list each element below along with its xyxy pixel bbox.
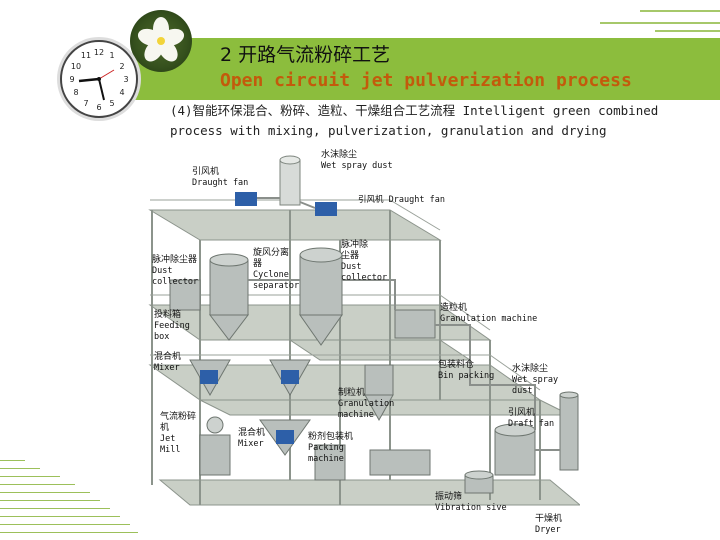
label-draught-fan-right: 引风机 Draught fan (358, 195, 445, 205)
label-cyclone-separator: 旋风分离器 Cyclone separator (253, 248, 300, 291)
clock-number: 7 (83, 99, 88, 108)
label-bin-packing: 包装料仓 Bin packing (438, 360, 495, 381)
label-vibration-sieve: 振动筛 Vibration sive (435, 492, 507, 513)
label-mixer-mid: 混合机 Mixer (238, 428, 266, 449)
label-wet-spray-dust-right: 水沫除尘 Wet spray dust (512, 364, 559, 396)
label-draught-fan-left: 引风机 Draught fan (192, 167, 249, 188)
title-banner (135, 38, 720, 100)
label-mixer-left: 混合机 Mixer (154, 352, 182, 373)
clock-image: 12 1 2 3 4 5 6 7 8 9 10 11 (60, 40, 138, 118)
clock-number: 3 (123, 75, 128, 84)
clock-number: 4 (119, 88, 124, 97)
label-dust-collector-right: 脉冲除尘器 Dust collector (341, 240, 388, 283)
label-granulation-machine-mid: 制粒机 Granulation machine (338, 388, 395, 420)
slide-title-english: Open circuit jet pulverization process (220, 70, 632, 91)
clock-number: 9 (69, 75, 74, 84)
process-plant-diagram: 水沫除尘 Wet spray dust 引风机 Draught fan 引风机 … (140, 150, 582, 540)
clock-number: 1 (109, 51, 114, 60)
clock-number: 10 (71, 62, 81, 71)
label-feeding-box: 投料箱 Feeding box (154, 310, 190, 342)
label-granulation-machine-top: 造粒机 Granulation machine (440, 303, 538, 324)
clock-number: 12 (94, 48, 104, 57)
slide-title-chinese: 2 开路气流粉碎工艺 (220, 44, 391, 66)
slide-subtitle: (4)智能环保混合、粉碎、造粒、干燥组合工艺流程 Intelligent gre… (170, 103, 659, 138)
clock-number: 11 (81, 51, 91, 60)
clock-number: 8 (73, 88, 78, 97)
clock-number: 6 (96, 103, 101, 112)
label-packing-machine: 粉剂包装机 Packing machine (308, 432, 354, 464)
flower-photo (130, 10, 192, 72)
label-wet-spray-dust-top: 水沫除尘 Wet spray dust (321, 150, 393, 171)
label-dryer: 干燥机 Dryer (535, 514, 563, 535)
clock-number: 5 (109, 99, 114, 108)
label-draft-fan: 引风机 Draft fan (508, 408, 555, 429)
decorative-line (640, 10, 720, 12)
decorative-line (655, 30, 720, 32)
decorative-line (600, 22, 720, 24)
clock-number: 2 (119, 62, 124, 71)
label-jet-mill: 气流粉碎机 Jet Mill (160, 412, 197, 455)
label-dust-collector-left: 脉冲除尘器 Dust collector (152, 255, 199, 287)
